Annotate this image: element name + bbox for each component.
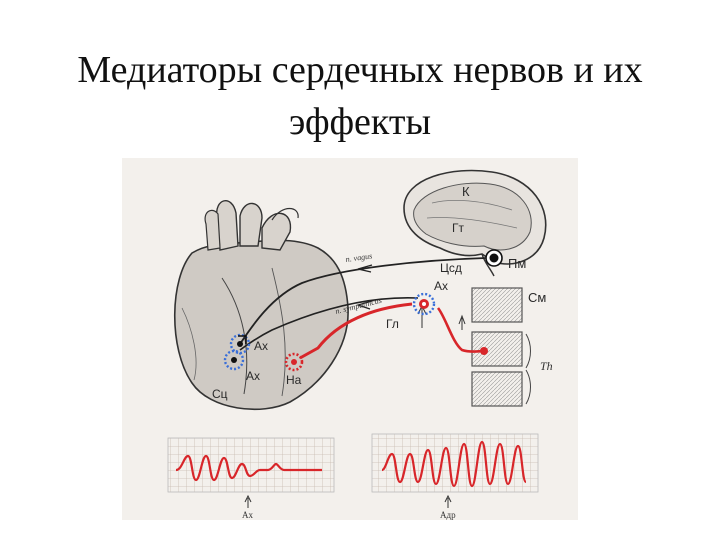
label-thoracic: Th: [540, 359, 553, 373]
ecg-right-marker: Адр: [440, 510, 456, 520]
label-cortex: К: [462, 184, 470, 199]
label-medulla: Пм: [508, 256, 526, 271]
label-acetylcholine-heart-2: Ах: [246, 369, 260, 383]
nerve-pathways: [239, 257, 488, 360]
ecg-panel-left: Ах: [167, 437, 335, 520]
label-noradrenaline: На: [286, 373, 302, 387]
label-acetylcholine-heart-1: Ах: [254, 339, 268, 353]
title-line-2: эффекты: [288, 101, 432, 143]
label-spinal-cord: См: [528, 290, 546, 305]
page-title: Медиаторы сердечных нервов и их эффекты: [0, 44, 720, 148]
heart-illustration: [173, 200, 349, 411]
ganglion-node: [412, 292, 436, 316]
ecg-left-marker: Ах: [242, 510, 253, 520]
ecg-panel-right: Адр: [371, 433, 539, 520]
label-sinus-node: Сц: [212, 387, 228, 401]
acetylcholine-site-heart: [223, 333, 251, 371]
brain-illustration: [403, 169, 547, 277]
label-vagus-center: Цсд: [440, 261, 462, 275]
noradrenaline-site-heart: [284, 352, 304, 372]
spinal-segments: [471, 287, 531, 407]
label-hypothalamus: Гт: [452, 221, 464, 235]
label-vagus-nerve: n. vagus: [345, 251, 373, 264]
heart-innervation-diagram: К Гт Пм Цсд См Гл Ах Ах Ах На Сц Th n. v…: [122, 158, 578, 520]
label-acetylcholine-ganglion: Ах: [434, 279, 448, 293]
title-line-1: Медиаторы сердечных нервов и их: [77, 49, 643, 91]
label-ganglion: Гл: [386, 317, 399, 331]
